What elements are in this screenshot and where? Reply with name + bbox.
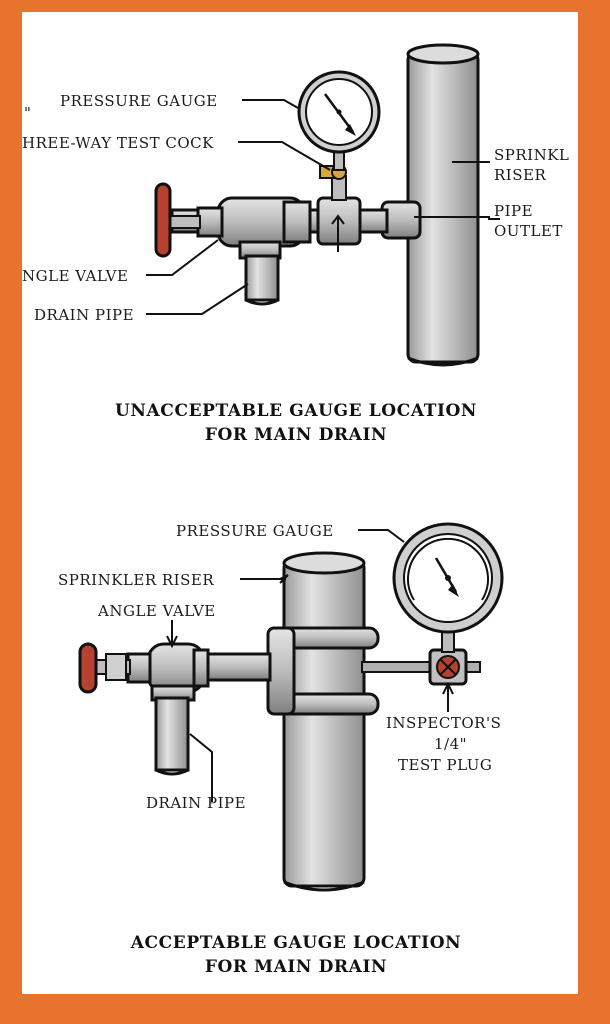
- top-label-pipe-outlet-1: PIPE: [494, 202, 533, 220]
- top-label-pipe-outlet-2: OUTLET: [494, 222, 563, 240]
- top-label-pressure-gauge: PRESSURE GAUGE: [60, 92, 218, 110]
- top-pressure-gauge: [297, 70, 381, 154]
- bottom-handwheel: [78, 642, 98, 694]
- bottom-label-pressure-gauge: PRESSURE GAUGE: [176, 522, 334, 540]
- bottom-diagram: PRESSURE GAUGE SPRINKLER RISER ANGLE VAL…: [58, 522, 504, 977]
- bottom-label-angle-valve: ANGLE VALVE: [97, 602, 216, 620]
- diagram-canvas: PRESSURE GAUGE " HREE-WAY TEST COCK NGLE…: [22, 43, 569, 977]
- top-label-sprinkler-riser-1: SPRINKL: [494, 146, 569, 164]
- top-label-three-way-test-cock: HREE-WAY TEST COCK: [22, 134, 214, 152]
- bottom-pressure-gauge: [392, 522, 504, 634]
- bottom-pipe-clamp: [266, 626, 380, 716]
- top-caption-line-1: UNACCEPTABLE GAUGE LOCATION: [115, 401, 477, 421]
- bottom-label-drain-pipe: DRAIN PIPE: [146, 794, 246, 812]
- bottom-sprinkler-riser: [282, 551, 366, 892]
- top-label-quote-mark: ": [24, 104, 31, 122]
- top-label-angle-valve: NGLE VALVE: [22, 267, 128, 285]
- top-drain-pipe: [244, 254, 280, 306]
- top-sprinkler-riser: [406, 43, 480, 367]
- bottom-caption-line-1: ACCEPTABLE GAUGE LOCATION: [130, 933, 462, 953]
- bottom-label-inspectors-2: 1/4": [434, 735, 467, 753]
- top-handwheel: [154, 182, 172, 258]
- bottom-drain-pipe: [154, 696, 190, 776]
- bottom-label-sprinkler-riser: SPRINKLER RISER: [58, 571, 214, 589]
- top-label-drain-pipe: DRAIN PIPE: [34, 306, 134, 324]
- top-diagram: PRESSURE GAUGE " HREE-WAY TEST COCK NGLE…: [22, 43, 569, 445]
- top-caption-line-2: FOR MAIN DRAIN: [205, 425, 387, 445]
- top-three-way-test-cock: [319, 143, 347, 201]
- bottom-gauge-line: [361, 661, 481, 673]
- bottom-angle-valve: [126, 642, 210, 702]
- diagram-panel: PRESSURE GAUGE " HREE-WAY TEST COCK NGLE…: [22, 12, 578, 994]
- bottom-label-inspectors-1: INSPECTOR'S: [386, 714, 501, 732]
- bottom-label-inspectors-3: TEST PLUG: [398, 756, 492, 774]
- top-label-sprinkler-riser-2: RISER: [494, 166, 546, 184]
- top-angle-valve: [196, 196, 312, 260]
- bottom-caption-line-2: FOR MAIN DRAIN: [205, 957, 387, 977]
